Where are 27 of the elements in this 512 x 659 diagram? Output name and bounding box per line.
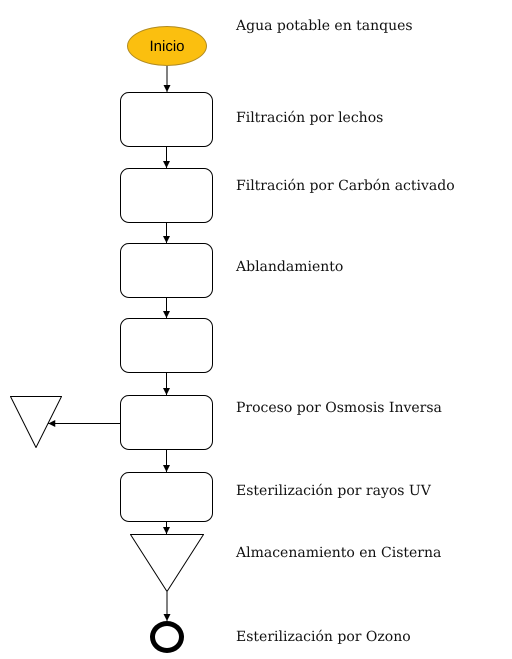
step-description: Ablandamiento (236, 258, 344, 277)
step-description: Esterilización por rayos UV (236, 482, 432, 501)
arrow (164, 592, 170, 622)
arrow (163, 222, 170, 244)
arrow (163, 372, 170, 396)
process-box (120, 472, 213, 522)
process-box (120, 168, 213, 223)
process-box (120, 318, 213, 373)
step-description: Filtración por lechos (236, 109, 384, 128)
storage-triangle (130, 534, 204, 592)
process-box (120, 395, 213, 450)
arrow (164, 66, 170, 92)
process-box (120, 92, 213, 147)
arrow (163, 298, 170, 318)
process-box (120, 243, 213, 298)
end-circle (150, 621, 184, 653)
node-label: Inicio (149, 38, 185, 54)
arrow (163, 522, 170, 534)
step-description: Agua potable en tanques (236, 17, 414, 36)
arrow (163, 146, 170, 168)
arrow (48, 420, 120, 427)
step-description: Almacenamiento en Cisterna (236, 544, 442, 563)
arrow (163, 450, 170, 472)
step-description: Esterilización por Ozono (236, 628, 412, 647)
storage-triangle (10, 396, 62, 448)
step-description: Proceso por Osmosis Inversa (236, 399, 443, 418)
step-description: Filtración por Carbón activado (236, 177, 456, 196)
